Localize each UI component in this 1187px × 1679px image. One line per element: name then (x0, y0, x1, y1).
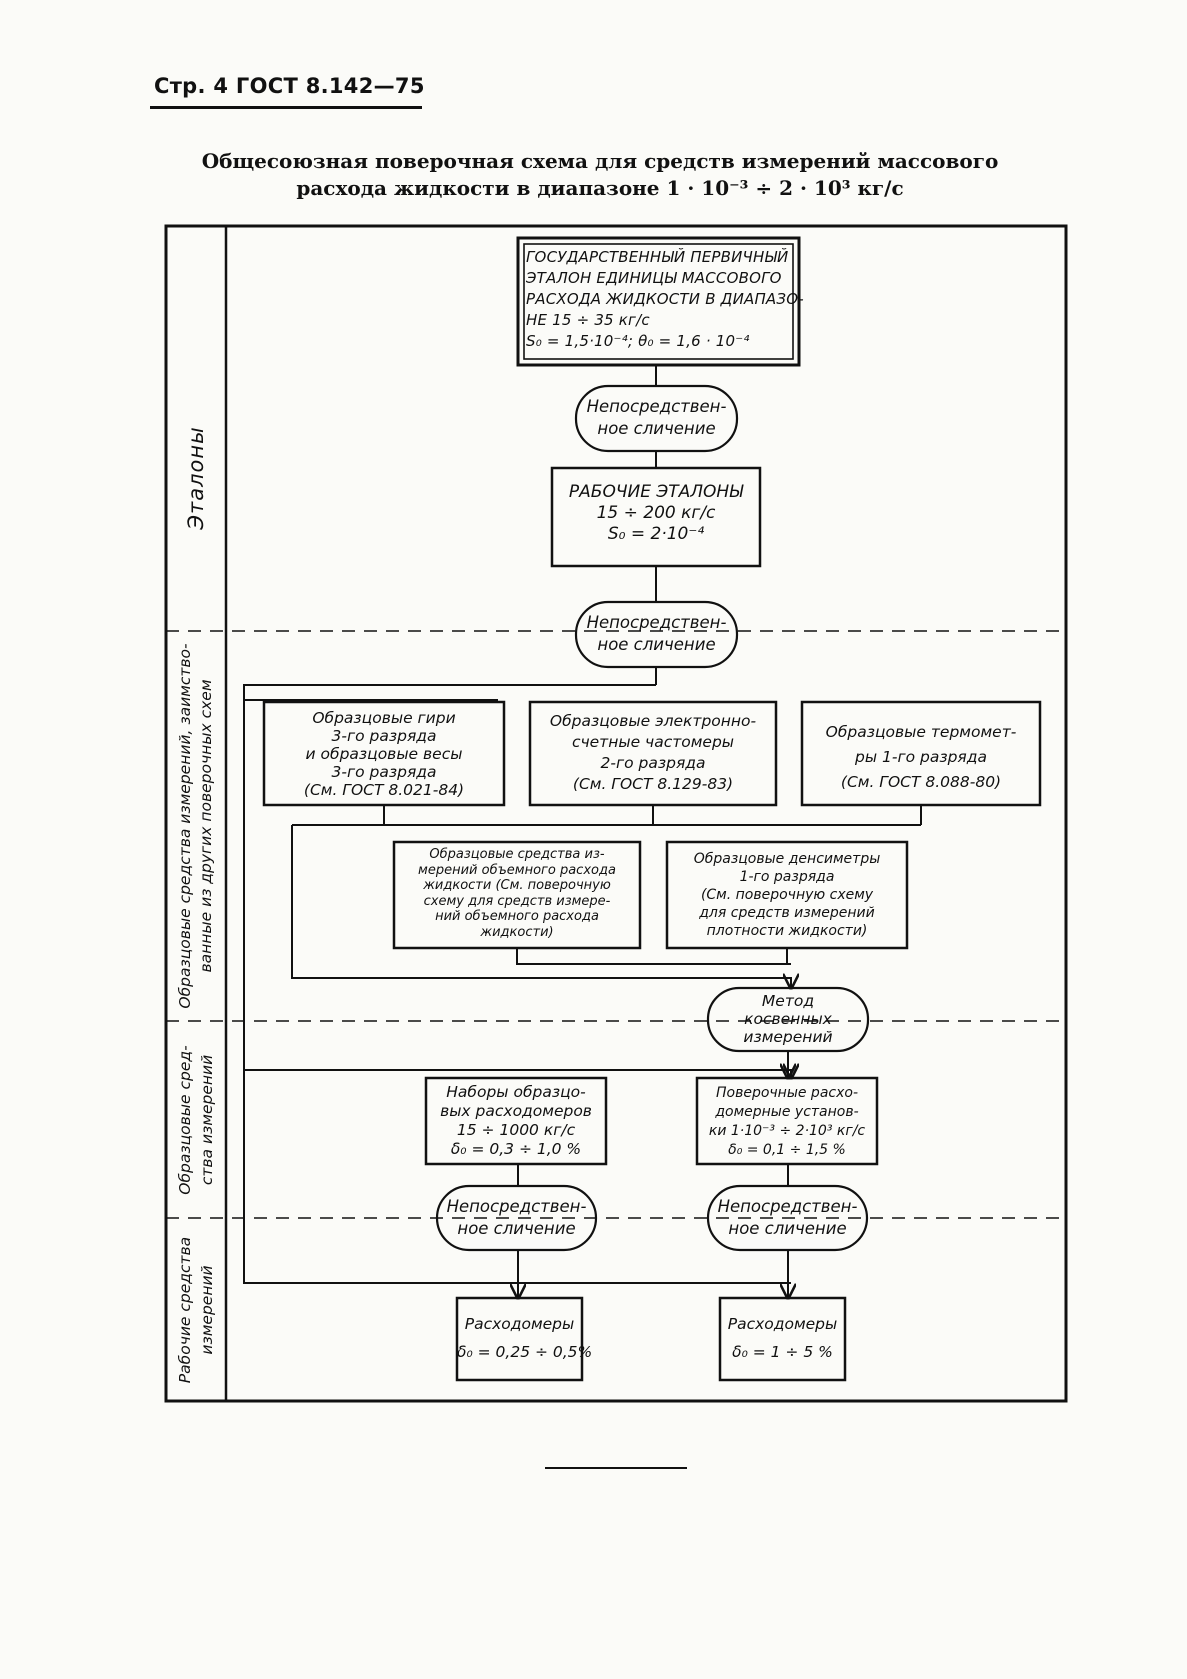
flowmeters-right-box (718, 1296, 847, 1382)
weights-line-5: (См. ГОСТ 8.021-84) (303, 781, 465, 799)
indirect-line-2: косвенных (744, 1010, 832, 1028)
weights-line-1: Образцовые гири (312, 709, 456, 727)
flowmeter-sets-line-3: 15 ÷ 1000 кг/с (456, 1121, 576, 1139)
calibration-units-line-2: домерные установ- (715, 1104, 859, 1120)
counters-line-1: Образцовые электронно- (549, 712, 757, 730)
primary-standard-inner (523, 243, 794, 360)
indirect-method-text: Метод косвенных измерений (708, 992, 868, 1046)
section-label-working: Рабочие средства измерений (174, 1237, 218, 1383)
weights-text: Образцовые гири 3-го разряда и образцовы… (264, 709, 504, 799)
volumetric-line-4: схему для средств измере- (423, 893, 611, 909)
calibration-units-line-3: ки 1·10⁻³ ÷ 2·10³ кг/с (708, 1123, 866, 1139)
thermometers-text: Образцовые термомет- ры 1-го разряда (См… (802, 720, 1040, 795)
section-borrowed-line-2: ванные из других поверочных схем (197, 679, 215, 973)
counters-line-2: счетные частомеры (571, 733, 735, 751)
flowmeters-right-text: Расходомеры δ₀ = 1 ÷ 5 % (720, 1310, 845, 1366)
counters-line-3: 2-го разряда (600, 754, 706, 772)
flowmeters-left-line-1: Расходомеры (464, 1315, 575, 1333)
primary-line-5: S₀ = 1,5·10⁻⁴; θ₀ = 1,6 · 10⁻⁴ (526, 332, 750, 350)
volumetric-line-1: Образцовые средства из- (429, 847, 605, 862)
flowmeter-sets-line-1: Наборы образцо- (446, 1083, 586, 1101)
densimeters-line-3: (См. поверочную схему (700, 887, 874, 903)
volumetric-line-5: ний объемного расхода (435, 909, 599, 924)
link-volumetric (516, 948, 791, 965)
title-line-2: расхода жидкости в диапазоне 1 · 10⁻³ ÷ … (296, 176, 904, 200)
weights-line-4: 3-го разряда (331, 763, 437, 781)
comparison-text-1: Непосредствен- ное сличение (576, 396, 737, 440)
section-label-borrowed: Образцовые средства измерений, заимство-… (175, 643, 217, 1008)
section-label-etalony: Эталоны (184, 426, 208, 530)
calibration-units-text: Поверочные расхо- домерные установ- ки 1… (697, 1084, 877, 1160)
flowmeter-sets-text: Наборы образцо- вых расходомеров 15 ÷ 10… (426, 1083, 606, 1159)
comparison-text-2: Непосредствен- ное сличение (576, 612, 737, 656)
densimeters-line-5: плотности жидкости) (706, 923, 868, 939)
title-line-1: Общесоюзная поверочная схема для средств… (201, 149, 999, 173)
flowmeters-left-text: Расходомеры δ₀ = 0,25 ÷ 0,5% (457, 1310, 593, 1366)
flowmeters-right-line-2: δ₀ = 1 ÷ 5 % (732, 1343, 833, 1361)
volumetric-text: Образцовые средства из- мерений объемног… (394, 847, 640, 940)
comparison-3-line-2: ное сличение (457, 1219, 576, 1238)
section-borrowed-line-1: Образцовые средства измерений, заимство- (176, 643, 194, 1009)
calibration-units-line-4: δ₀ = 0,1 ÷ 1,5 % (728, 1142, 846, 1158)
comparison-2-line-1: Непосредствен- (586, 613, 727, 632)
flowmeters-right-line-1: Расходомеры (727, 1315, 838, 1333)
section-working-line-1: Рабочие средства (176, 1236, 194, 1384)
thermometers-line-1: Образцовые термомет- (825, 723, 1017, 741)
comparison-4-line-1: Непосредствен- (717, 1197, 858, 1216)
thermometers-line-2: ры 1-го разряда (855, 748, 987, 766)
comparison-text-3: Непосредствен- ное сличение (437, 1196, 596, 1240)
scheme-title: Общесоюзная поверочная схема для средств… (200, 148, 1000, 202)
working-line-1: РАБОЧИЕ ЭТАЛОНЫ (568, 482, 744, 502)
join-bus-down (291, 825, 791, 988)
flowmeters-left-line-2: δ₀ = 0,25 ÷ 0,5% (457, 1343, 593, 1361)
section-label-reference: Образцовые сред- ства измерений (174, 1045, 218, 1194)
comparison-3-line-1: Непосредствен- (446, 1197, 587, 1216)
volumetric-line-2: мерений объемного расхода (418, 862, 616, 878)
counters-line-4: (См. ГОСТ 8.129-83) (572, 775, 734, 793)
indirect-line-3: измерений (743, 1028, 833, 1046)
volumetric-line-6: жидкости) (480, 924, 554, 940)
working-line-2: 15 ÷ 200 кг/с (596, 503, 716, 523)
comparison-2-line-2: ное сличение (597, 635, 716, 654)
working-standards-text: РАБОЧИЕ ЭТАЛОНЫ 15 ÷ 200 кг/с S₀ = 2·10⁻… (552, 482, 760, 545)
section-working-line-2: измерений (198, 1265, 216, 1355)
densimeters-line-2: 1-го разряда (739, 869, 835, 885)
scheme-frame (164, 224, 1068, 1403)
flowmeter-sets-line-2: вых расходомеров (440, 1102, 592, 1120)
primary-line-1: ГОСУДАРСТВЕННЫЙ ПЕРВИЧНЫЙ (526, 248, 789, 266)
comparison-4-line-2: ное сличение (728, 1219, 847, 1238)
flowmeter-sets-line-4: δ₀ = 0,3 ÷ 1,0 % (450, 1140, 582, 1158)
flowmeters-left-box (455, 1296, 584, 1382)
comparison-1-line-1: Непосредствен- (586, 397, 727, 416)
indirect-line-1: Метод (761, 992, 815, 1010)
comparison-oval-3 (435, 1184, 598, 1252)
primary-line-3: РАСХОДА ЖИДКОСТИ В ДИАПАЗО- (526, 290, 804, 308)
weights-line-2: 3-го разряда (331, 727, 437, 745)
volumetric-line-3: жидкости (См. поверочную (423, 878, 611, 893)
densimeters-line-4: для средств измерений (699, 905, 875, 921)
weights-line-3: и образцовые весы (305, 745, 463, 763)
footer-rule (545, 1467, 687, 1469)
page-header: Стр. 4 ГОСТ 8.142—75 (154, 74, 425, 98)
densimeters-line-1: Образцовые денсиметры (693, 851, 881, 867)
header-rule (150, 106, 422, 109)
primary-standard-text: ГОСУДАРСТВЕННЫЙ ПЕРВИЧНЫЙ ЭТАЛОН ЕДИНИЦЫ… (526, 247, 804, 352)
densimeters-text: Образцовые денсиметры 1-го разряда (См. … (667, 850, 907, 940)
comparison-text-4: Непосредствен- ное сличение (708, 1196, 867, 1240)
flowmeter-sets-box (424, 1076, 608, 1166)
section-reference-line-1: Образцовые сред- (176, 1045, 194, 1195)
comparison-1-line-2: ное сличение (597, 419, 716, 438)
thermometers-line-3: (См. ГОСТ 8.088-80) (840, 773, 1002, 791)
primary-standard-box (516, 236, 801, 367)
primary-line-2: ЭТАЛОН ЕДИНИЦЫ МАССОВОГО (526, 269, 782, 287)
counters-text: Образцовые электронно- счетные частомеры… (530, 711, 776, 795)
calibration-units-line-1: Поверочные расхо- (715, 1085, 859, 1101)
primary-line-4: НЕ 15 ÷ 35 кг/с (526, 311, 650, 329)
section-reference-line-2: ства измерений (198, 1054, 216, 1186)
working-line-3: S₀ = 2·10⁻⁴ (607, 524, 705, 544)
